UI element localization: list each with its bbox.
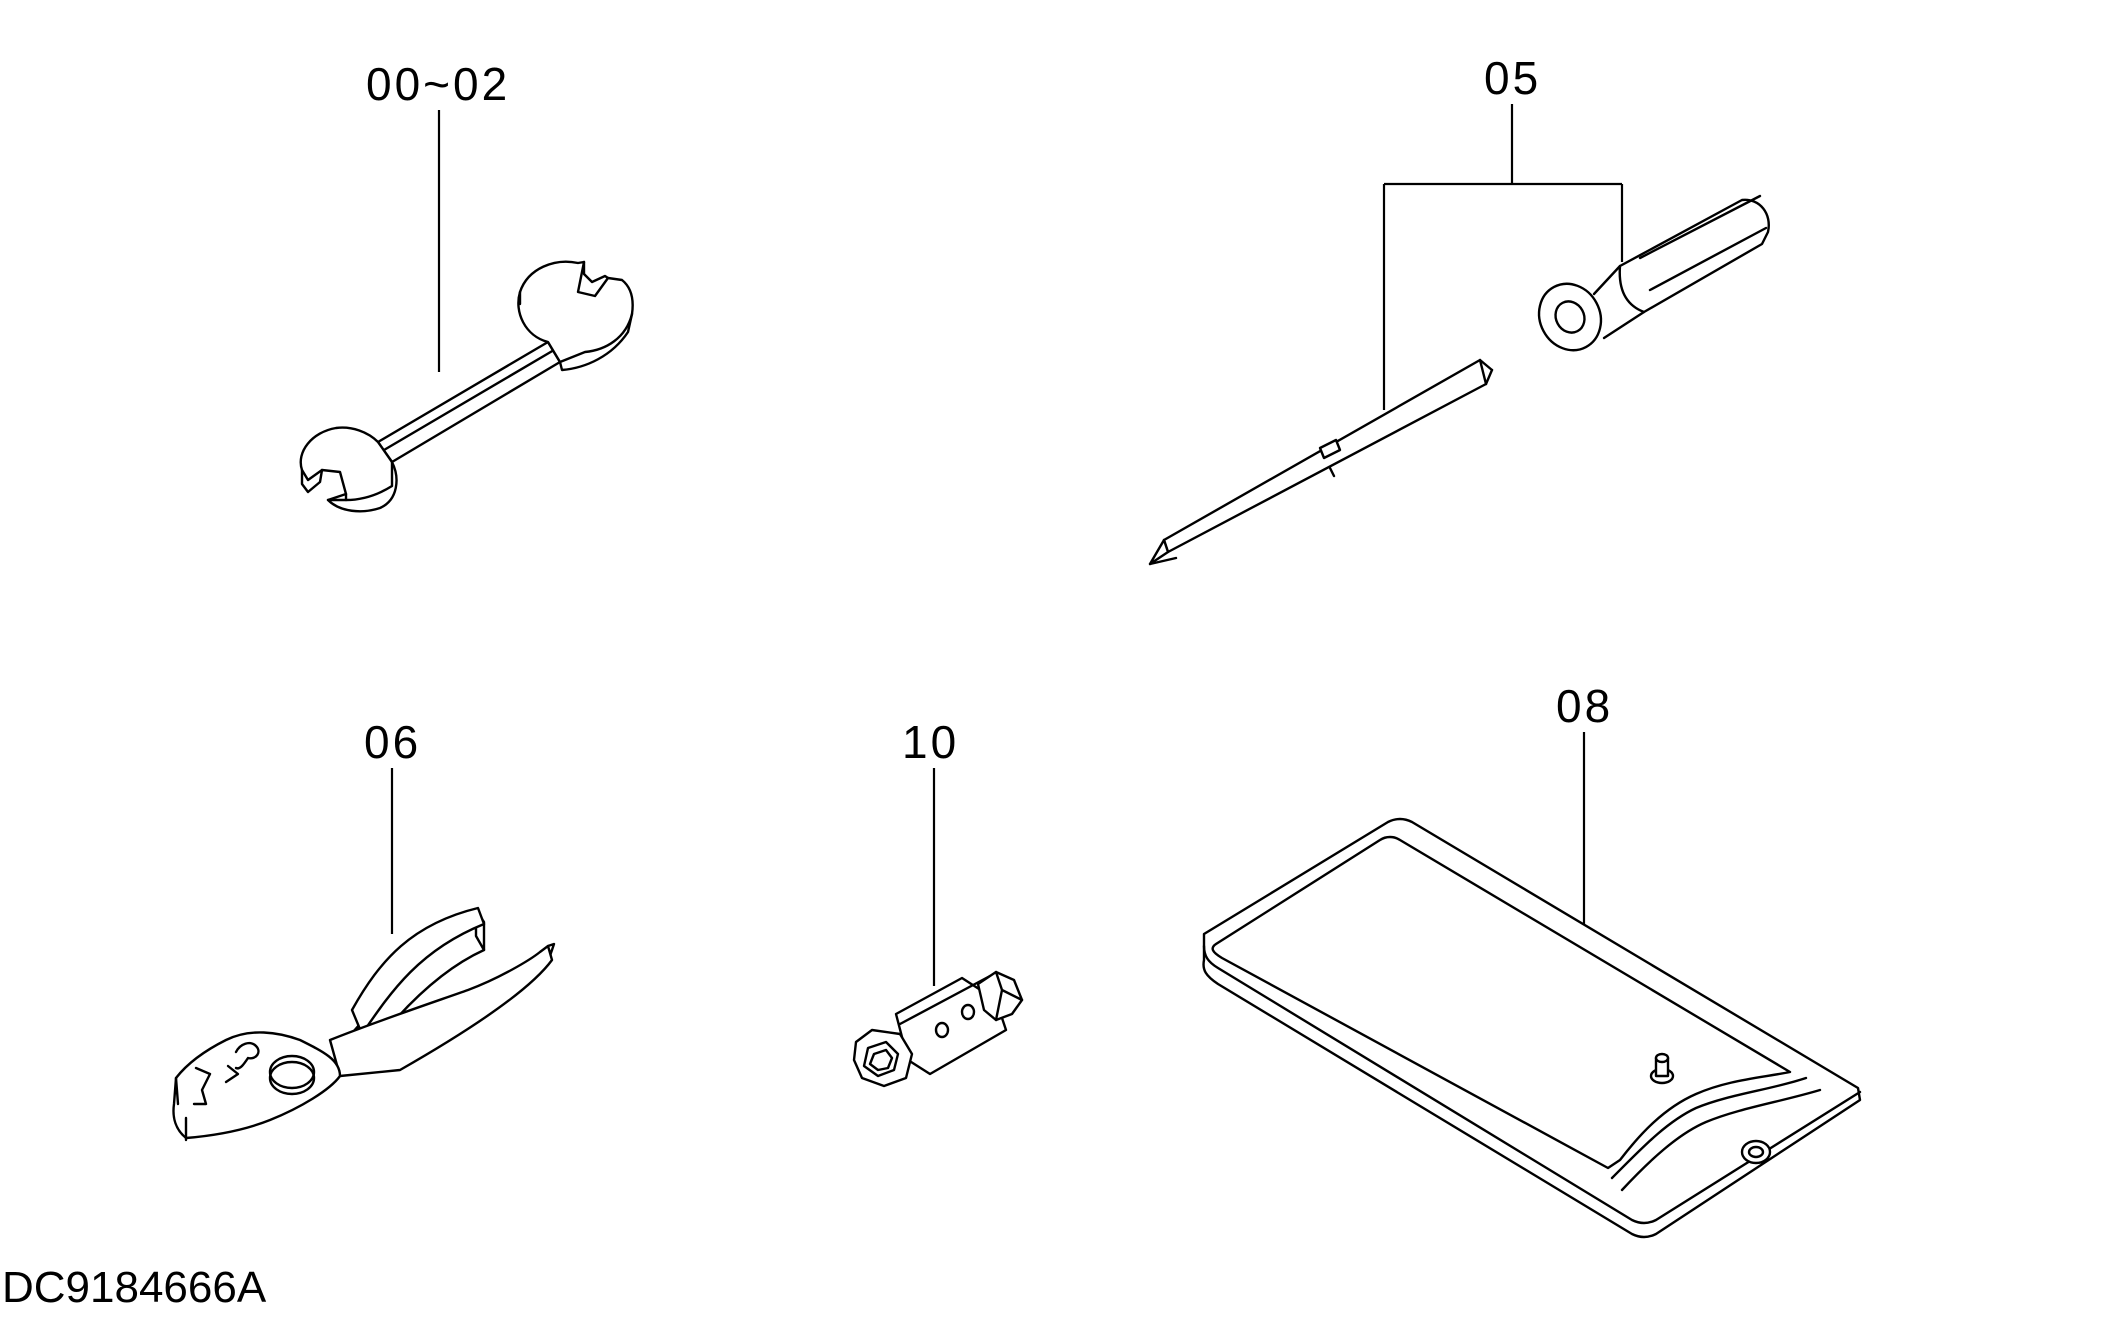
screwdriver-part: 05 (1148, 52, 1770, 566)
callout-socket: 10 (902, 716, 959, 768)
tool-bag-icon (1202, 817, 1862, 1239)
callout-wrench: 00~02 (366, 58, 510, 110)
pliers-part: 06 (172, 716, 556, 1142)
document-id: DC9184666A (2, 1263, 267, 1312)
callout-tool-bag: 08 (1556, 680, 1613, 732)
socket-part: 10 (852, 716, 1024, 1088)
leader-screwdriver (1382, 104, 1624, 410)
wrench-icon (299, 260, 634, 513)
tool-bag-part: 08 (1202, 680, 1862, 1239)
screwdriver-icon (1148, 194, 1770, 566)
pliers-icon (172, 906, 556, 1142)
callout-screwdriver: 05 (1484, 52, 1541, 104)
socket-adapter-icon (852, 970, 1024, 1088)
callout-pliers: 06 (364, 716, 421, 768)
wrench-part: 00~02 (299, 58, 634, 513)
